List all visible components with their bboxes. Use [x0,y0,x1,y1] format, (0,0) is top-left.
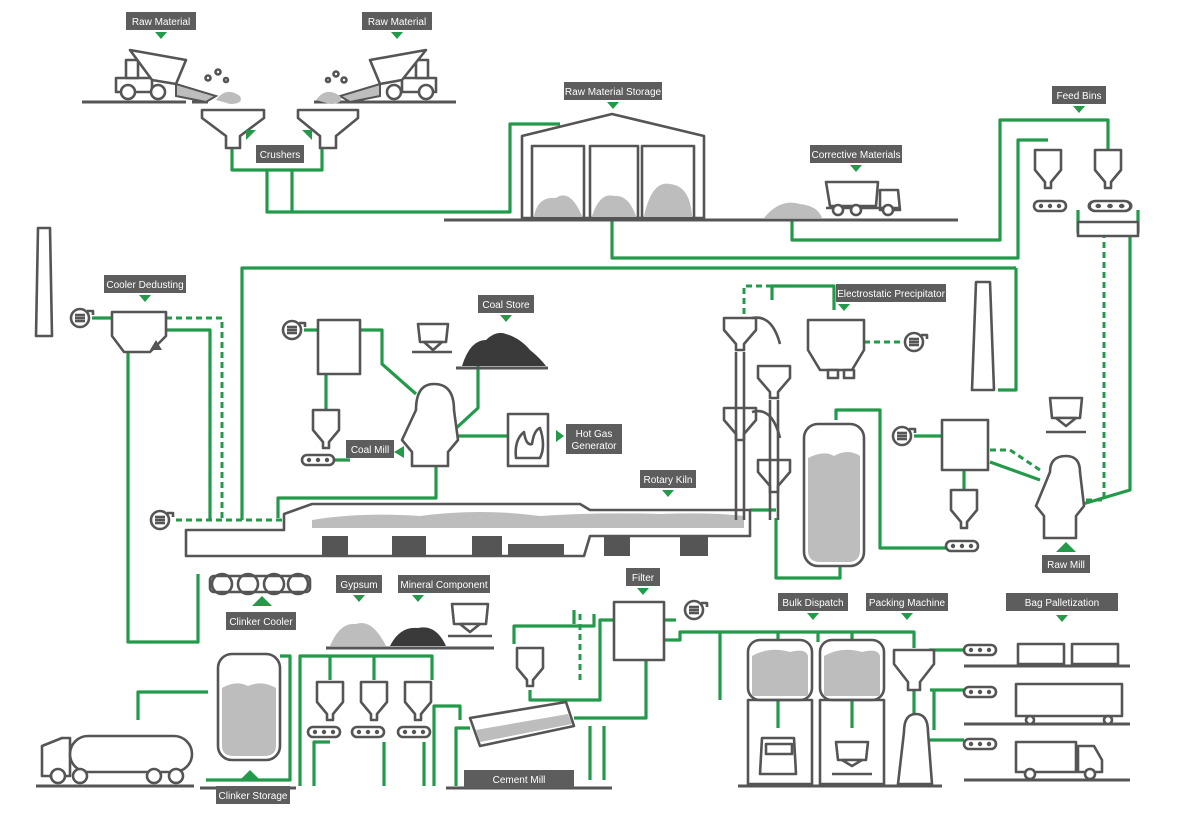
label-bulk-dispatch: Bulk Dispatch [778,593,848,620]
crusher-arrow-left [246,130,256,140]
label-gypsum: Gypsum [336,575,382,602]
clinker-storage-silo [200,652,296,790]
label-text: Electrostatic Precipitator [837,289,945,300]
label-crushers: Crushers [256,145,304,163]
label-clinker-storage: Clinker Storage [216,786,290,804]
label-raw-material-right: Raw Material [362,12,432,39]
label-text: Clinker Cooler [229,617,293,628]
raw-mill-system [891,396,1086,553]
label-feed-bins: Feed Bins [1052,86,1106,113]
label-text: Rotary Kiln [644,475,693,486]
label-text: Coal Mill [351,445,389,456]
bulk-dispatch-silos [738,638,942,788]
label-raw-mill: Raw Mill [1042,555,1090,573]
label-cement-mill: Cement Mill [464,770,574,788]
label-raw-material-storage: Raw Material Storage [564,82,662,109]
label-rotary-kiln: Rotary Kiln [640,470,696,497]
label-text: Crushers [260,150,301,161]
label-text: Clinker Storage [219,791,288,802]
label-text: Filter [632,573,655,584]
label-text: Corrective Materials [812,150,901,161]
label-text: Raw Mill [1047,560,1085,571]
label-hot-gas-generator: Hot Gas Generator [556,424,622,454]
label-text: Cement Mill [493,775,546,786]
feed-bins [1032,148,1140,238]
coal-store [412,322,548,370]
rotary-kiln [149,502,752,558]
label-text: Gypsum [340,580,377,591]
coal-mill-system [281,318,550,468]
label-text: Raw Material Storage [565,87,662,98]
label-text: Cooler Dedusting [106,280,183,291]
label-text: Raw Material [132,17,190,28]
label-text: Packing Machine [869,598,946,609]
packing-machine [892,648,936,786]
tanker-truck [36,734,194,788]
label-cooler-dedusting: Cooler Dedusting [104,275,186,302]
label-bag-palletization: Bag Palletization [1006,593,1118,622]
filter-unit [515,599,709,688]
clinker-cooler [208,572,312,606]
crusher-left [200,108,266,150]
label-coal-store: Coal Store [478,295,534,322]
raw-meal-silo [802,422,866,568]
quarry-left [82,48,241,104]
label-text: Raw Material [368,17,426,28]
electrostatic-precipitator [806,280,996,392]
label-coal-mill: Coal Mill [346,440,394,458]
raw-material-storage-hall [444,112,958,222]
label-text: Bulk Dispatch [782,598,843,609]
label-corrective-materials: Corrective Materials [810,145,902,172]
crusher-arrow-right [302,130,312,140]
label-electrostatic-precipitator: Electrostatic Precipitator [836,284,946,311]
corrective-materials-truck [824,180,902,217]
label-text: Hot Gas [576,429,613,440]
label-clinker-cooler: Clinker Cooler [226,612,296,630]
gypsum-mineral-piles [326,602,494,650]
label-text: Mineral Component [400,580,487,591]
bag-palletization [962,642,1130,782]
preheater-tower [722,316,792,520]
label-text: Feed Bins [1056,91,1101,102]
label-mineral-component: Mineral Component [398,575,490,602]
additive-bins [306,680,433,739]
label-text: Coal Store [482,300,530,311]
label-text: Bag Palletization [1025,598,1100,609]
label-raw-material-left: Raw Material [126,12,196,39]
quarry-right [314,48,456,104]
label-text: Generator [571,441,617,452]
crusher-right [296,108,360,150]
cooler-dedusting-stack [34,226,168,354]
label-packing-machine: Packing Machine [866,593,948,620]
label-filter: Filter [626,568,660,595]
